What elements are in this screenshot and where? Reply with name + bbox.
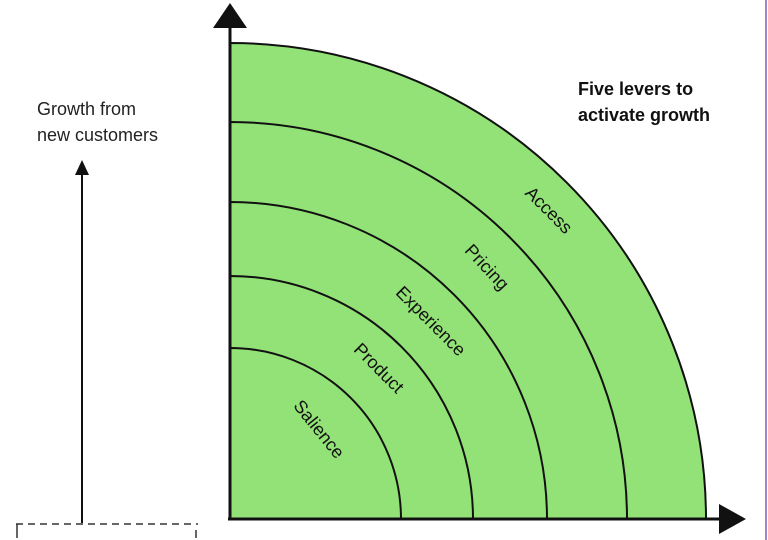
diagram-title-line2: activate growth (578, 105, 710, 125)
side-axis-label-line1: Growth from (37, 99, 136, 119)
x-axis-arrow-icon (719, 504, 746, 534)
side-axis-label-line2: new customers (37, 125, 158, 145)
lever-rings (229, 41, 708, 520)
y-axis-arrow-icon (213, 3, 247, 28)
side-axis-arrow-icon (75, 160, 89, 175)
diagram-title-line1: Five levers to (578, 79, 693, 99)
ring-salience (229, 346, 403, 520)
